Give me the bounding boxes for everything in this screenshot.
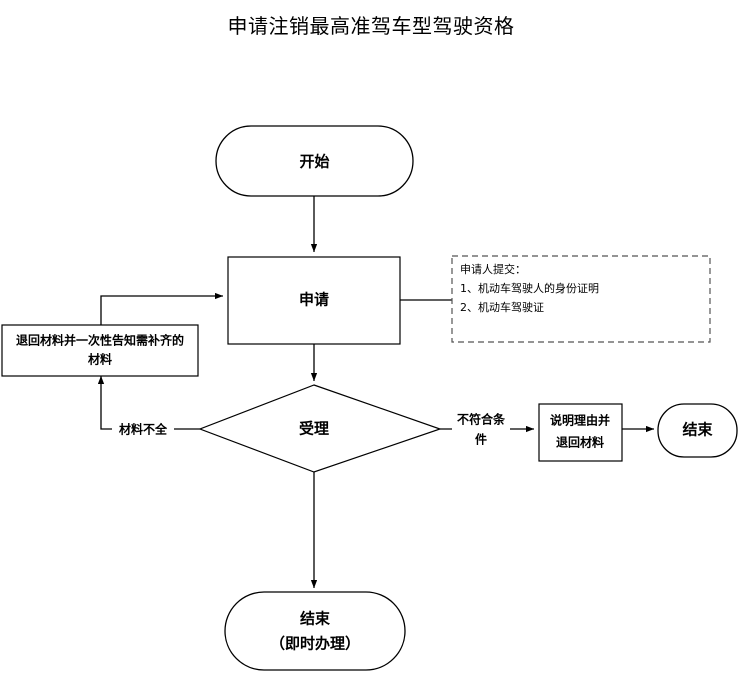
edge-label-incomplete-materials: 材料不全 [112, 419, 174, 439]
edge-label-incomplete-materials-text: 材料不全 [118, 422, 168, 437]
node-start[interactable]: 开始 [215, 125, 414, 197]
node-start-label: 开始 [299, 153, 329, 171]
node-apply[interactable]: 申请 [227, 256, 401, 345]
edge-label-not-qualified-line1: 不符合条 [457, 412, 506, 427]
node-explain-return-line1: 说明理由并 [550, 413, 610, 428]
node-accept-shape[interactable] [198, 384, 442, 473]
node-apply-shape[interactable] [227, 256, 401, 345]
node-return-materials-line2: 材料 [87, 352, 112, 367]
node-explain-return-shape[interactable] [538, 403, 623, 462]
note-heading: 申请人提交： [460, 262, 526, 276]
node-end-bottom-line2: （即时办理） [270, 635, 360, 653]
node-explain-return-line2: 退回材料 [556, 435, 604, 450]
node-end-bottom-line1: 结束 [300, 610, 331, 628]
node-accept-label: 受理 [299, 420, 329, 438]
node-apply-label: 申请 [299, 291, 329, 309]
node-return-materials-line1: 退回材料并一次性告知需补齐的 [16, 333, 184, 348]
node-end-right-label: 结束 [682, 421, 713, 439]
node-end-right[interactable]: 结束 [657, 403, 738, 458]
node-end-bottom-shape[interactable] [224, 591, 406, 671]
note-required-documents-box [451, 255, 711, 343]
node-end-bottom[interactable]: 结束 （即时办理） [224, 591, 406, 671]
node-return-materials-shape[interactable] [1, 324, 199, 377]
note-item-1: 1、机动车驾驶人的身份证明 [460, 281, 599, 295]
node-accept[interactable]: 受理 [198, 384, 442, 473]
page-title: 申请注销最高准驾车型驾驶资格 [227, 14, 515, 38]
node-end-right-shape[interactable] [657, 403, 738, 458]
node-explain-return[interactable]: 说明理由并 退回材料 [538, 403, 623, 462]
edge-label-not-qualified-line2: 件 [475, 432, 487, 447]
edge-return-materials-to-apply [100, 292, 224, 325]
note-required-documents: 申请人提交： 1、机动车驾驶人的身份证明 2、机动车驾驶证 [451, 255, 711, 343]
node-return-materials[interactable]: 退回材料并一次性告知需补齐的 材料 [1, 324, 199, 377]
edge-label-not-qualified: 不符合条 件 [452, 408, 510, 450]
node-start-shape[interactable] [215, 125, 414, 197]
note-item-2: 2、机动车驾驶证 [460, 300, 544, 314]
